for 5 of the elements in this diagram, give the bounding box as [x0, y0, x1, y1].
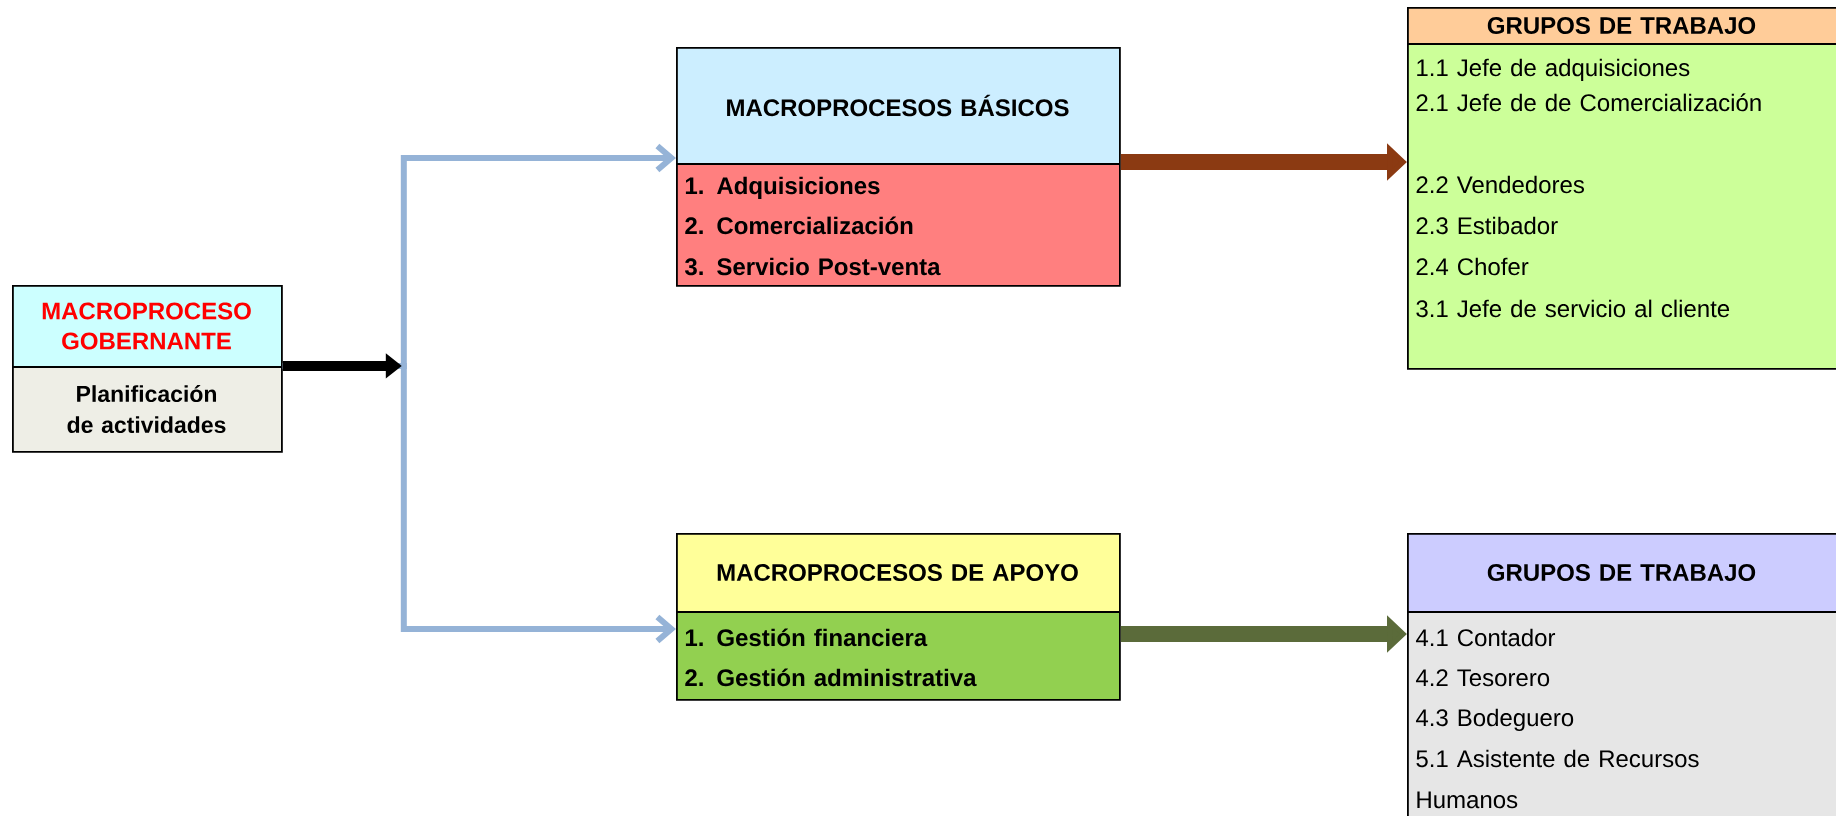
process-box: MACROPROCESOS BÁSICOS 1. Adquisiciones 2. Comercialización 3. Servicio Post-venta: [675, 47, 1121, 287]
process-box: MACROPROCESO GOBERNANTE Planificación de actividades: [11, 285, 283, 453]
process-box: MACROPROCESOS DE APOYO 1. Gestión financiera 2. Gestión administrativa: [675, 533, 1121, 701]
process-box: GRUPOS DE TRABAJO 4.1 Contador 4.2 Tesorero 4.3 Bodeguero 5.1 Asistente de Recursos Humanos: [1406, 533, 1836, 816]
process-box: GRUPOS DE TRABAJO 1.1 Jefe de adquisiciones 2.1 Jefe de de Comercialización 2.2 Vendedores 2.3 Estibador 2.4 Chofer 3.1 Jefe de servicio al cliente: [1406, 7, 1836, 370]
